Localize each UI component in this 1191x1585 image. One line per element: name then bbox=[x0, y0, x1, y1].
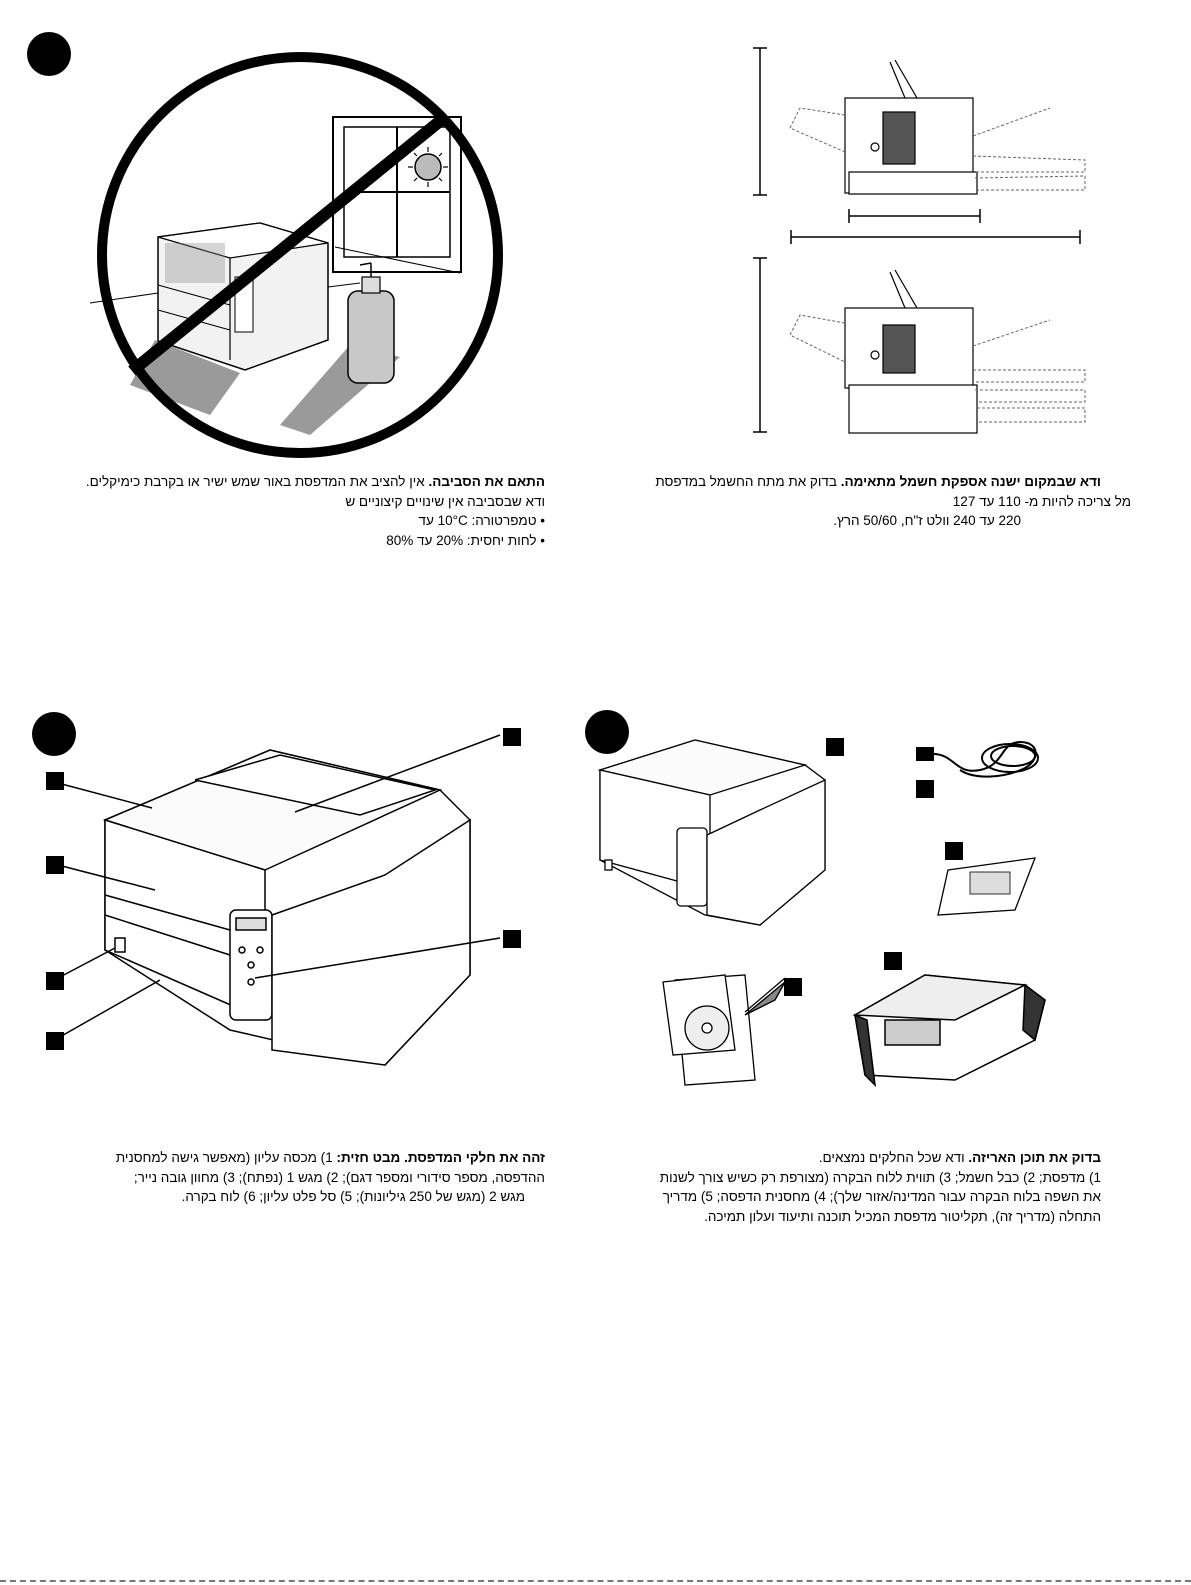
environment-text: התאם את הסביבה. אין להציב את המדפסת באור… bbox=[86, 472, 545, 550]
environment-line-4: • לחות יחסית: 20% עד 80% bbox=[386, 532, 545, 548]
contents-line-4: התחלה (מדריך זה), תקליטור מדפסת המכיל תו… bbox=[704, 1208, 1101, 1224]
contents-text: בדוק את תוכן האריזה. ודא שכל החלקים נמצא… bbox=[660, 1148, 1101, 1226]
parts-callout-4 bbox=[46, 1032, 64, 1050]
parts-callout-5 bbox=[503, 728, 521, 746]
contents-line-1: ודא שכל החלקים נמצאים. bbox=[818, 1150, 969, 1165]
power-line-2: מל צריכה להיות מ- 110 עד 127 bbox=[952, 493, 1131, 509]
step-marker-3 bbox=[32, 712, 76, 756]
environment-line-3: • טמפרטורה: 10°C עד bbox=[418, 513, 545, 528]
power-line-1: בדוק את מתח החשמל במדפסת bbox=[655, 474, 841, 489]
contents-callout-4 bbox=[884, 952, 902, 970]
environment-line-2: ודא שבסביבה אין שינויים קיצוניים ש bbox=[345, 493, 545, 509]
step-marker-1 bbox=[27, 32, 71, 76]
environment-illustration bbox=[89, 52, 503, 458]
contents-line-2: 1) מדפסת; 2) כבל חשמל; 3) תווית ללוח הבק… bbox=[659, 1169, 1101, 1185]
parts-line-3: מגש 2 (מגש של 250 גיליונות); 5) סל פלט ע… bbox=[181, 1189, 525, 1204]
environment-title: התאם את הסביבה. bbox=[428, 474, 545, 489]
step-marker-4 bbox=[585, 710, 629, 754]
power-title: ודא שבמקום ישנה אספקת חשמל מתאימה. bbox=[840, 474, 1101, 489]
parts-title: זהה את חלקי המדפסת. מבט חזית: bbox=[336, 1150, 545, 1165]
contents-title: בדוק את תוכן האריזה. bbox=[968, 1150, 1101, 1165]
power-line-3: 220 עד 240 וולט ז"ח, 50/60 הרץ. bbox=[833, 513, 1021, 528]
power-text: ודא שבמקום ישנה אספקת חשמל מתאימה. בדוק … bbox=[655, 472, 1131, 531]
environment-line-1: אין להציב את המדפסת באור שמש ישיר או בקר… bbox=[85, 474, 429, 489]
parts-callout-1 bbox=[46, 772, 64, 790]
package-contents-illustration bbox=[597, 739, 1046, 1088]
contents-callout-5 bbox=[784, 978, 802, 996]
clearance-illustration bbox=[753, 47, 1086, 434]
contents-line-3: את השפה בלוח הבקרה עבור המדינה/אזור שלך)… bbox=[662, 1189, 1101, 1204]
parts-callout-6 bbox=[503, 930, 521, 948]
contents-callout-3 bbox=[945, 842, 963, 860]
parts-callout-3 bbox=[46, 972, 64, 990]
parts-line-2: ההדפסה, מספר סידורי ומספר דגם); 2) מגש 1… bbox=[133, 1169, 545, 1185]
contents-callout-1 bbox=[826, 738, 844, 756]
parts-text: זהה את חלקי המדפסת. מבט חזית: 1) מכסה על… bbox=[116, 1148, 545, 1207]
printer-parts-illustration bbox=[57, 734, 501, 1066]
page-bottom-edge bbox=[0, 1580, 1191, 1582]
parts-callout-2 bbox=[46, 856, 64, 874]
contents-callout-2 bbox=[916, 780, 934, 798]
parts-line-1: 1) מכסה עליון (מאפשר גישה למחסנית bbox=[115, 1150, 337, 1165]
